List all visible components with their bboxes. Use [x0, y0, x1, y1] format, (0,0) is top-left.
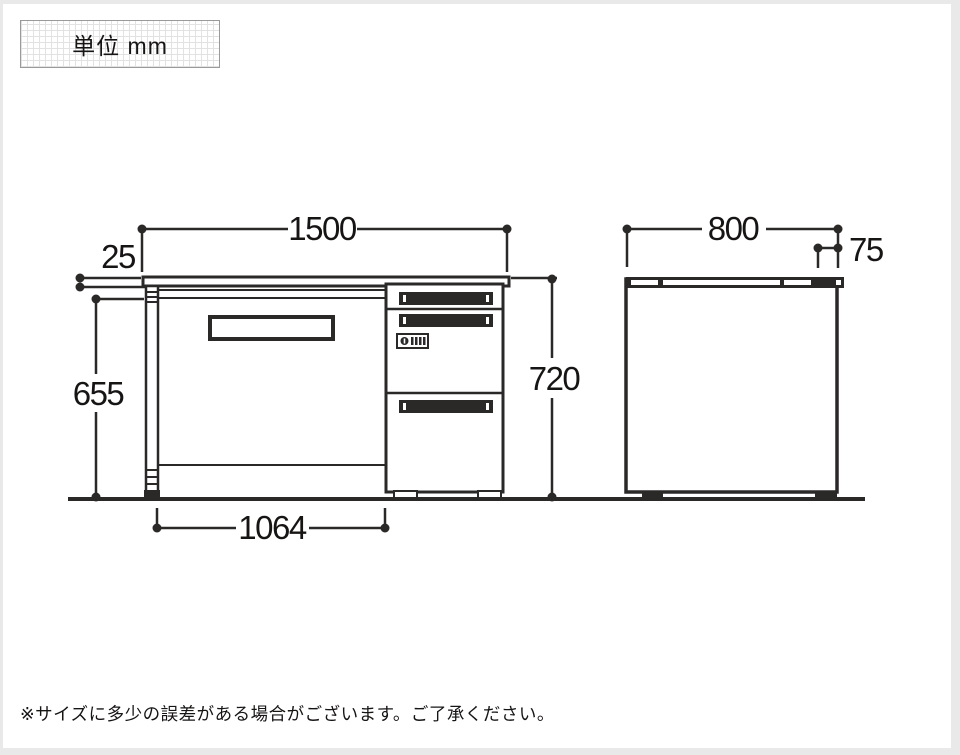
dim-front-width-1500: 1500	[137, 210, 512, 272]
dim-knee-space-1064: 1064	[152, 508, 390, 546]
drawer-handle-top	[399, 292, 493, 305]
top-slot	[663, 280, 780, 285]
dim-label-height: 720	[529, 360, 581, 397]
front-view-desk	[141, 275, 511, 499]
dim-label-top-thickness: 25	[101, 238, 135, 275]
dim-label-under-clearance: 655	[73, 375, 124, 412]
top-slot	[836, 280, 841, 285]
unit-label: 単位 mm	[72, 33, 168, 59]
size-disclaimer-note: ※サイズに多少の誤差がある場合がございます。ご了承ください。	[20, 704, 555, 724]
drawer-unit-foot	[393, 490, 418, 499]
lock-icon	[396, 333, 429, 349]
dim-top-thickness-25: 25	[75, 238, 147, 292]
page-edge-right	[951, 0, 960, 755]
dim-height-720: 720	[511, 274, 582, 502]
side-foot	[642, 492, 663, 498]
panel-slot	[208, 315, 335, 341]
dim-label-front-width: 1500	[288, 210, 357, 247]
dim-label-knee-space: 1064	[238, 509, 307, 546]
desk-left-leg	[144, 284, 160, 498]
drawer-handle-bottom	[399, 400, 493, 413]
desk-apron	[149, 289, 388, 299]
side-panel	[624, 277, 839, 494]
dim-rear-top-75: 75	[813, 231, 884, 268]
unit-label-box: 単位 mm	[20, 20, 220, 68]
dim-label-rear-top: 75	[849, 231, 883, 268]
desk-top-front	[141, 275, 511, 288]
dim-depth-800: 800	[622, 210, 843, 268]
top-slot	[631, 280, 658, 285]
drawer-handle-middle	[399, 314, 493, 327]
drawer-unit	[384, 282, 505, 499]
leg-foot	[144, 490, 160, 498]
page-edge-left	[0, 0, 3, 755]
page-edge-bottom	[0, 748, 960, 755]
dim-label-depth: 800	[708, 210, 760, 247]
top-slot	[784, 280, 811, 285]
side-view-desk	[624, 277, 844, 498]
side-foot	[815, 492, 837, 498]
page-edge-top	[0, 0, 960, 4]
drawer-unit-foot	[477, 490, 502, 499]
dim-under-clearance-655: 655	[73, 294, 144, 502]
